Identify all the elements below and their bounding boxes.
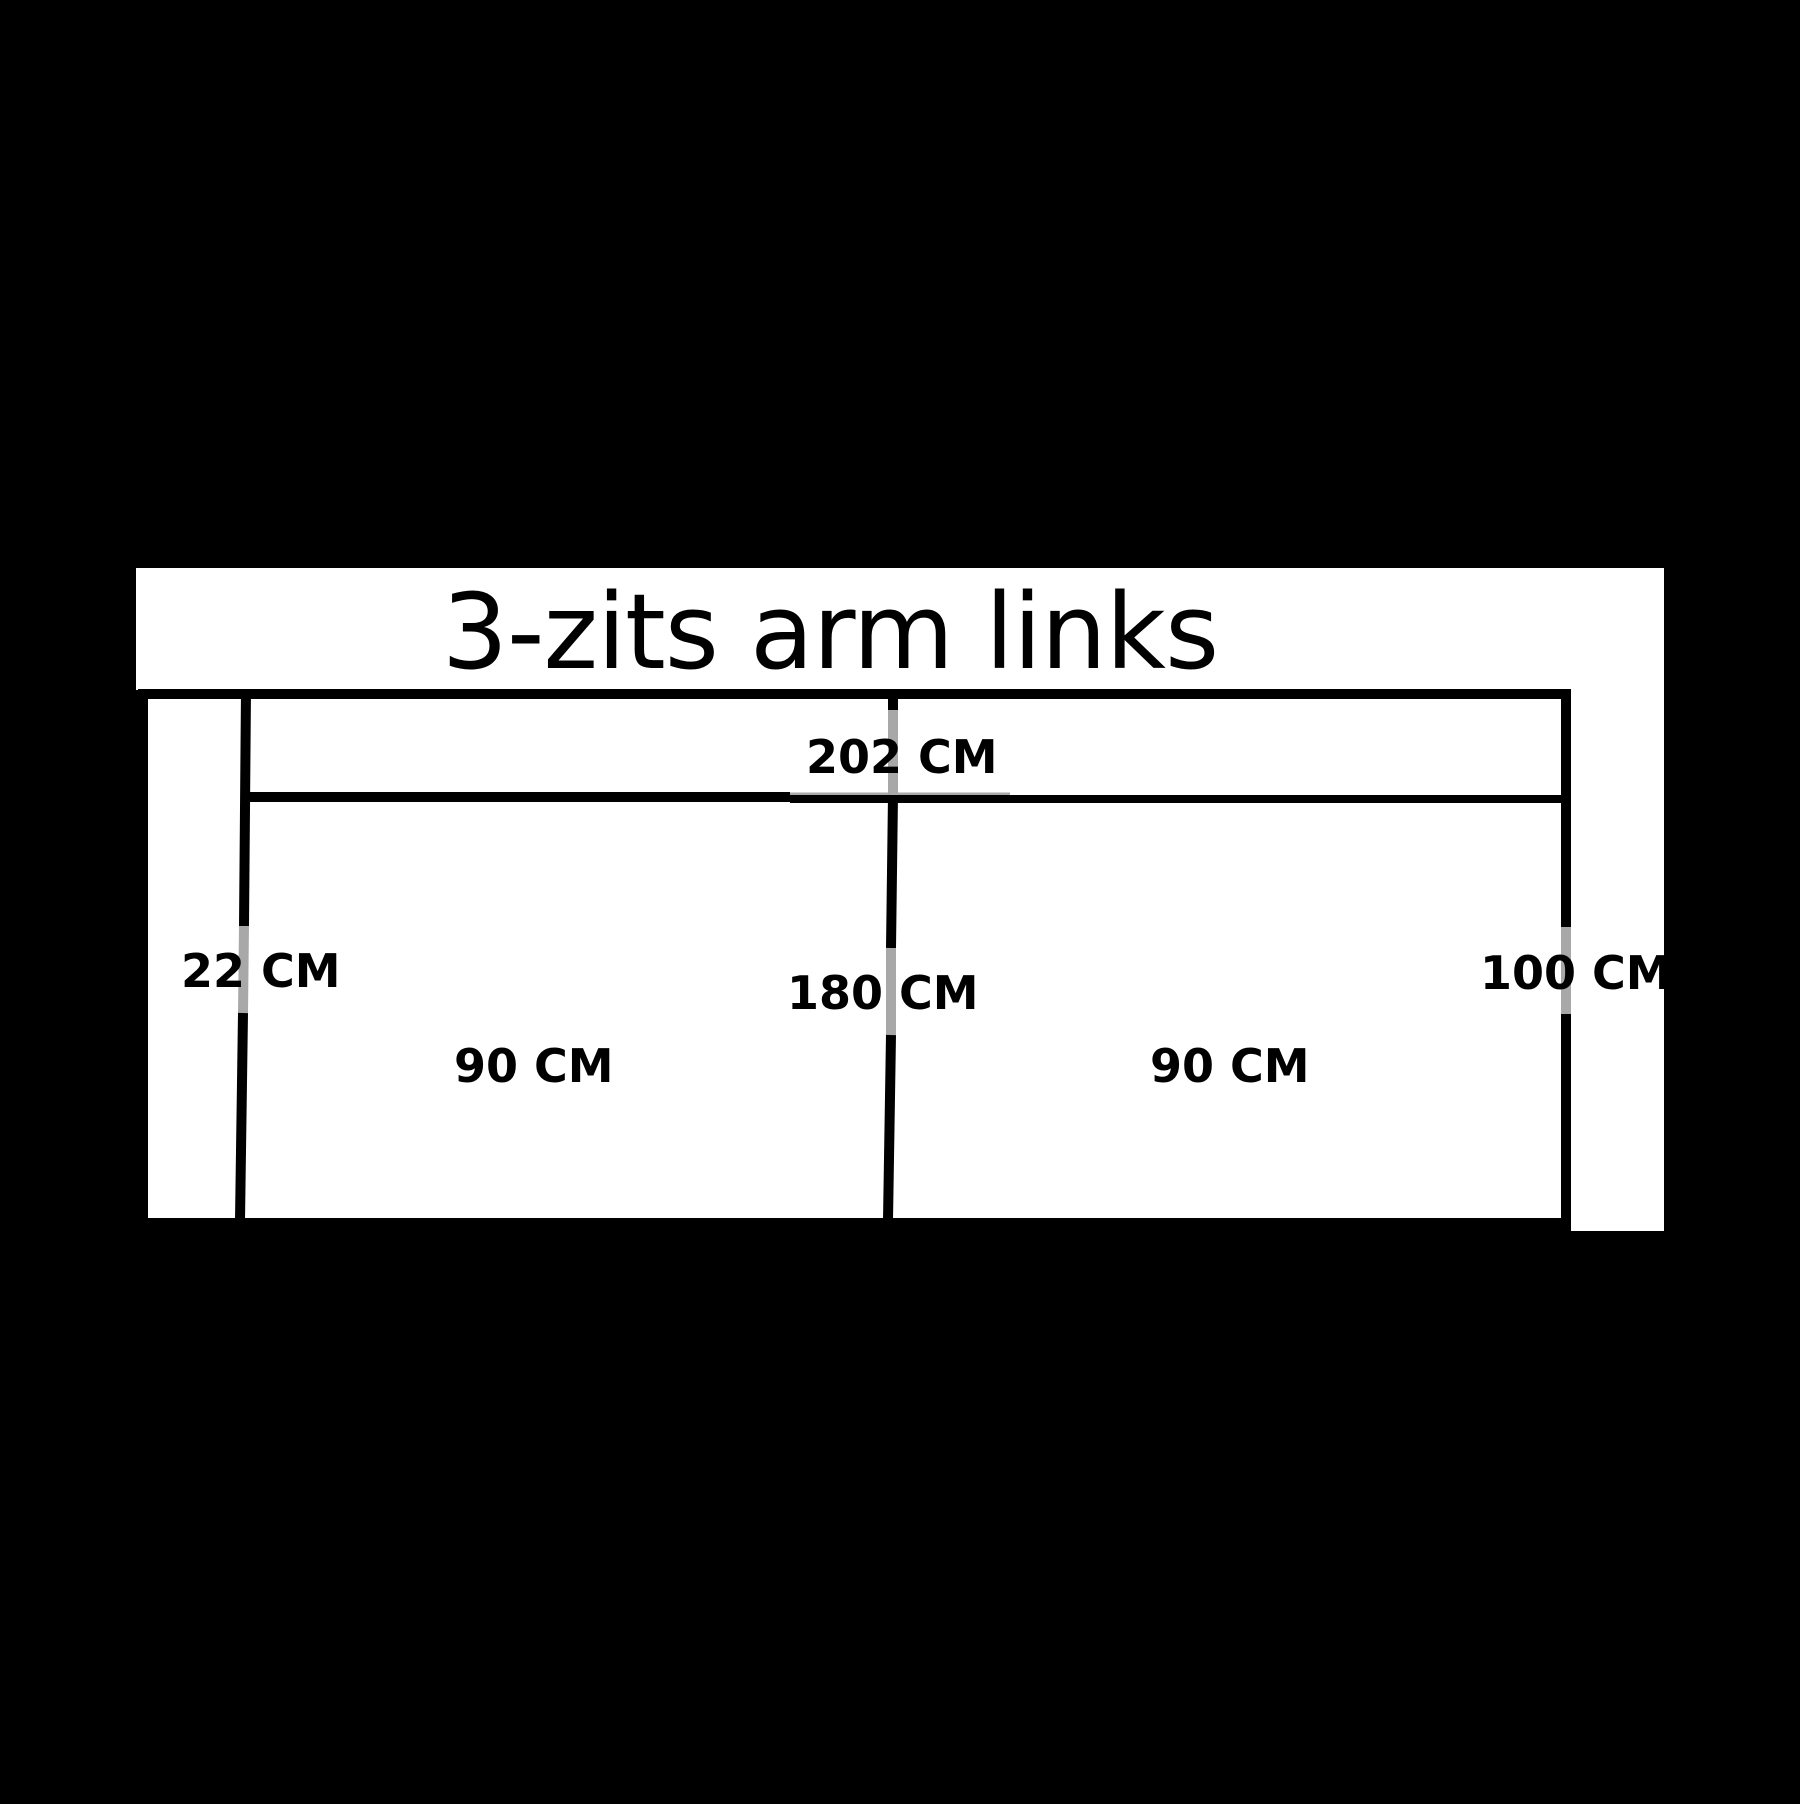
label-arm-width: 22 CM xyxy=(181,944,341,998)
diagram-title: 3-zits arm links xyxy=(441,571,1219,693)
arm-left-line-gray xyxy=(238,925,249,1014)
left-border xyxy=(136,690,148,1230)
arm-left-line-top xyxy=(239,689,251,927)
center-line-mid xyxy=(886,794,898,949)
label-total-width: 202 CM xyxy=(806,730,998,784)
title-panel xyxy=(136,568,1664,694)
drawing-panel-right-extension xyxy=(1566,1210,1664,1231)
arm-left-line-bottom xyxy=(235,1012,248,1221)
center-line-bottom xyxy=(883,1034,896,1221)
label-seat-right: 90 CM xyxy=(1150,1039,1310,1093)
label-seat-left: 90 CM xyxy=(454,1039,614,1093)
drawing-panel xyxy=(148,690,1664,1218)
label-seat-span: 180 CM xyxy=(787,966,979,1020)
label-depth: 100 CM xyxy=(1480,946,1672,1000)
